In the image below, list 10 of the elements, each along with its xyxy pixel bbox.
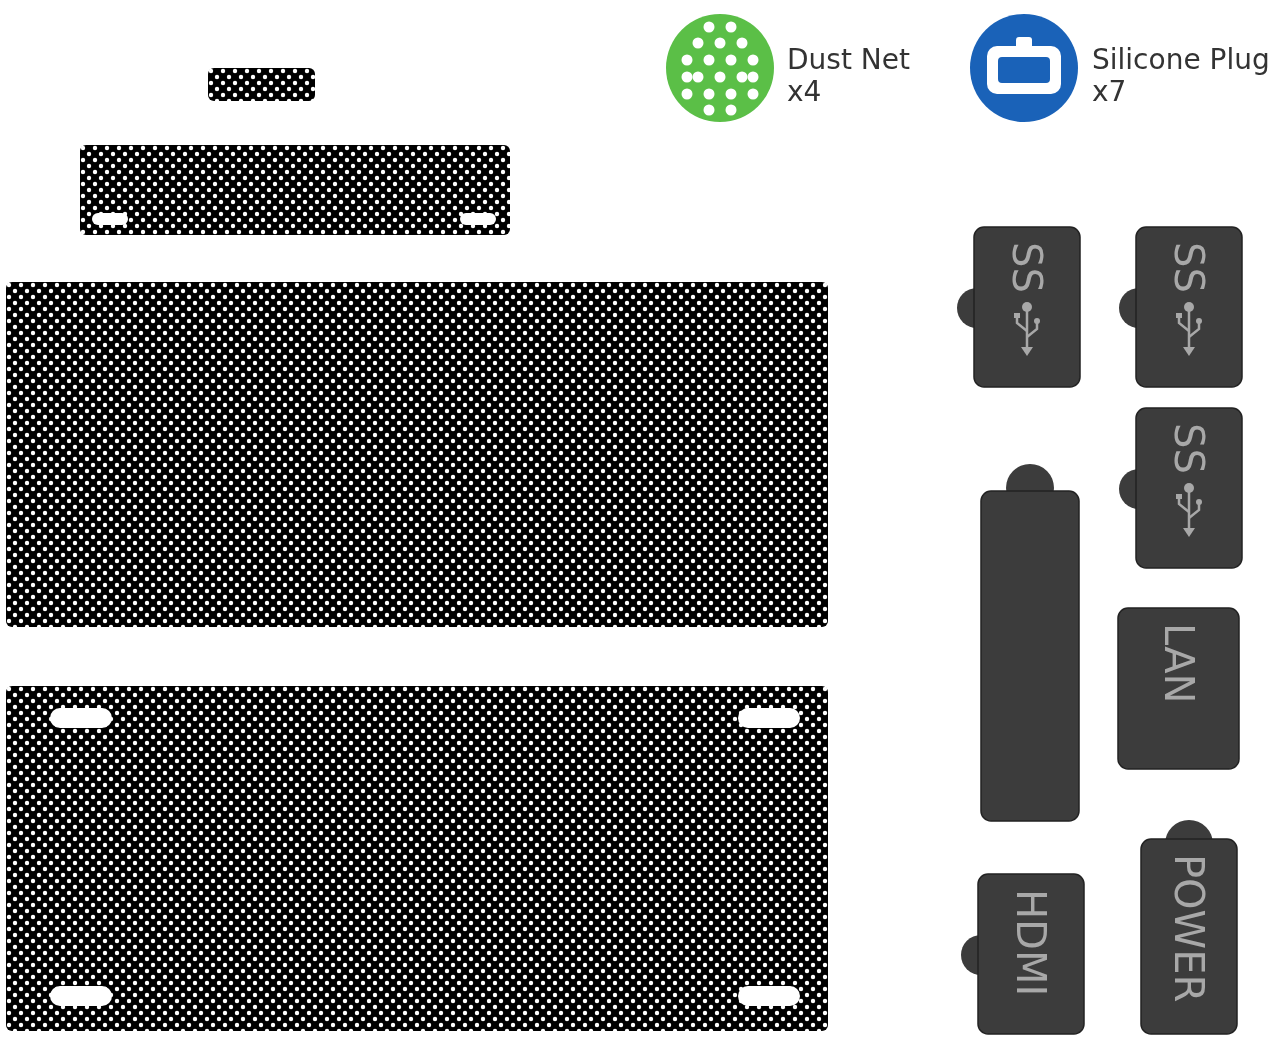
port-label: SS: [1007, 242, 1047, 293]
port-label: SS: [1169, 242, 1209, 293]
quantity-label: x7: [1092, 78, 1127, 106]
quantity-label: x4: [787, 78, 822, 106]
item-name: Silicone Plug: [1092, 46, 1268, 74]
port-label: POWER: [1169, 854, 1209, 1003]
port-label: LAN: [1158, 623, 1199, 704]
port-label: HDMI: [1011, 889, 1051, 997]
item-name: Dust Net: [787, 46, 910, 74]
port-label: SS: [1169, 423, 1209, 474]
